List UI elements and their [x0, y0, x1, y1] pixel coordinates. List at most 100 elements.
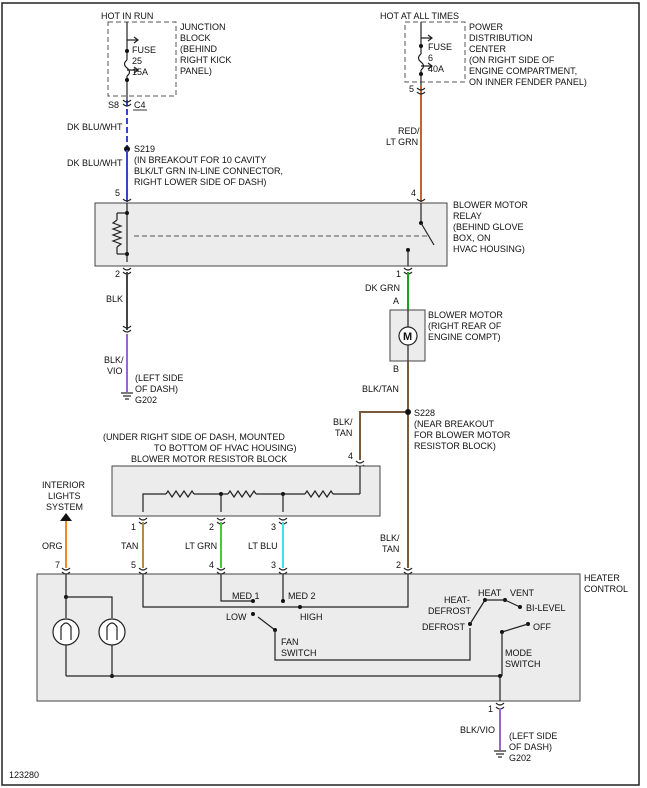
fan-position-med2: MED 2: [288, 591, 316, 601]
blower-motor-resistor-block: (UNDER RIGHT SIDE OF DASH, MOUNTED TO BO…: [103, 432, 381, 532]
ground-left-wire-1: BLK: [106, 294, 123, 304]
ground-left-label-2: G202: [135, 395, 157, 405]
fuse-left: HOT IN RUN FUSE 25 15A JUNCTION BLOCK (B…: [101, 11, 231, 111]
fuse-left-element: [123, 59, 131, 77]
motor-label-0: BLOWER MOTOR: [428, 310, 503, 320]
mode-switch-label-1: SWITCH: [505, 659, 541, 669]
splice-s219-label-1: (IN BREAKOUT FOR 10 CAVITY: [134, 155, 266, 165]
interior-label-2: SYSTEM: [46, 502, 83, 512]
fuse-left-number: 25: [132, 56, 142, 66]
wire-label-org: ORG: [42, 541, 63, 551]
ground-left-wire-2-0: BLK/: [104, 355, 124, 365]
fuse-right-location-1: DISTRIBUTION: [469, 33, 533, 43]
fuse-left-location-3: RIGHT KICK: [180, 55, 231, 65]
fan-position-high: HIGH: [300, 612, 323, 622]
relay-pin-top-left: 5: [115, 188, 120, 198]
splice-s219-dot: [124, 146, 130, 152]
fan-switch-label-0: FAN: [281, 637, 299, 647]
mode-position-heat-defrost-1: DEFROST: [428, 606, 472, 616]
relay-label-1: RELAY: [453, 211, 482, 221]
fuse-left-pin: S8: [108, 100, 119, 110]
ground-left-wire-2-1: VIO: [107, 366, 123, 376]
motor-label-2: ENGINE COMPT): [428, 332, 501, 342]
ground-left-label-1: OF DASH): [135, 384, 178, 394]
fan-position-low: LOW: [226, 612, 247, 622]
motor-symbol-letter: M: [403, 331, 412, 343]
relay-wire-in-right-1: LT GRN: [386, 137, 418, 147]
mode-position-defrost: DEFROST: [422, 622, 466, 632]
control-pin-lt-grn: 4: [209, 560, 214, 570]
blower-motor-relay: 5 4 BLOWER MOTOR RELAY (BEHIND GLOVE BOX…: [94, 188, 528, 279]
motor-pin-b: B: [393, 364, 399, 374]
fuse-left-location-0: JUNCTION: [180, 22, 226, 32]
fuse-right-number: 6: [428, 53, 433, 63]
relay-label-3: BOX, ON: [453, 233, 491, 243]
splice-s228-label-2: FOR BLOWER MOTOR: [414, 430, 511, 440]
ground-bottom-symbol: [494, 750, 506, 758]
ground-bottom-label-1: OF DASH): [509, 742, 552, 752]
resistor-2: [227, 489, 257, 499]
heater-control-pin-bottom: 1: [488, 704, 493, 714]
fuse-right-pin: 5: [409, 84, 414, 94]
interior-arrow-icon: [60, 513, 72, 521]
motor-label-1: (RIGHT REAR OF: [428, 321, 502, 331]
fuse-right-power-label: HOT AT ALL TIMES: [380, 11, 459, 21]
motor-symbol: [398, 326, 418, 346]
wire-label-lt-blu: LT BLU: [248, 541, 278, 551]
control-pin-lt-blu: 3: [271, 560, 276, 570]
ground-bottom-wire: BLK/VIO: [460, 725, 495, 735]
mode-position-heat: HEAT: [478, 588, 502, 598]
relay-pin-bottom-right: 1: [396, 269, 401, 279]
wire-label-tan: TAN: [121, 541, 138, 551]
splice-s219-label-0: S219: [134, 144, 155, 154]
splice-s219-label-3: RIGHT LOWER SIDE OF DASH): [134, 177, 266, 187]
resistor-3: [304, 489, 334, 499]
fuse-right-location-5: ON INNER FENDER PANEL): [469, 77, 587, 87]
fuse-left-location-2: (BEHIND: [180, 44, 218, 54]
fuse-left-power-label: HOT IN RUN: [101, 11, 153, 21]
resistor-1: [165, 489, 195, 499]
mode-switch-label-0: MODE: [505, 648, 532, 658]
resistor-label-2: BLOWER MOTOR RESISTOR BLOCK: [131, 454, 287, 464]
relay-label-4: HVAC HOUSING): [453, 244, 525, 254]
relay-pin-top-right: 4: [411, 188, 416, 198]
mode-switch-blade: [469, 599, 486, 625]
fuse-left-amps: 15A: [132, 67, 148, 77]
fuse-left-connector: C4: [134, 100, 146, 110]
fuse-left-housing: [107, 21, 177, 97]
ground-left-symbol: [121, 392, 133, 400]
motor-pin-a: A: [393, 296, 399, 306]
resistor-pin-in: 4: [348, 451, 353, 461]
ground-left-label-0: (LEFT SIDE: [135, 373, 183, 383]
splice-s228-dot: [405, 409, 411, 415]
fuse-right-fuse-word: FUSE: [428, 42, 452, 52]
mode-position-vent: VENT: [510, 588, 535, 598]
heater-control-label-0: HEATER: [584, 573, 620, 583]
fuse-right-element: [417, 53, 425, 71]
mode-switch-off-blade: [501, 623, 529, 633]
fuse-right-location-0: POWER: [469, 22, 504, 32]
wire-label-blk-tan-a: BLK/: [380, 533, 400, 543]
relay-housing: [94, 202, 448, 267]
fan-switch-label-1: SWITCH: [281, 648, 317, 658]
splice-s228-label-1: (NEAR BREAKOUT: [414, 419, 495, 429]
fuse-left-location-4: PANEL): [180, 66, 212, 76]
fan-position-med1: MED 1: [232, 591, 260, 601]
relay-label-2: (BEHIND GLOVE: [453, 222, 524, 232]
resistor-label-0: (UNDER RIGHT SIDE OF DASH, MOUNTED: [103, 432, 285, 442]
ground-bottom-label-2: G202: [509, 753, 531, 763]
control-pin-blk-tan: 2: [396, 560, 401, 570]
resistor-label-1: TO BOTTOM OF HVAC HOUSING): [154, 443, 297, 453]
fuse-right-housing: [404, 21, 466, 83]
splice-s228-label-0: S228: [414, 408, 435, 418]
control-pin-tan: 5: [131, 560, 136, 570]
wire-label-blk-tan-b: TAN: [382, 544, 399, 554]
fuse-right-location-3: (ON RIGHT SIDE OF: [469, 55, 555, 65]
mode-position-bi-level: BI-LEVEL: [526, 603, 566, 613]
wire-label-lt-grn: LT GRN: [185, 541, 217, 551]
splice-s219-label-2: BLK/LT GRN IN-LINE CONNECTOR,: [134, 166, 283, 176]
wire-label-dk-blu-wht-lower: DK BLU/WHT: [67, 158, 123, 168]
blower-motor: M BLOWER MOTOR (RIGHT REAR OF ENGINE COM…: [389, 309, 503, 362]
